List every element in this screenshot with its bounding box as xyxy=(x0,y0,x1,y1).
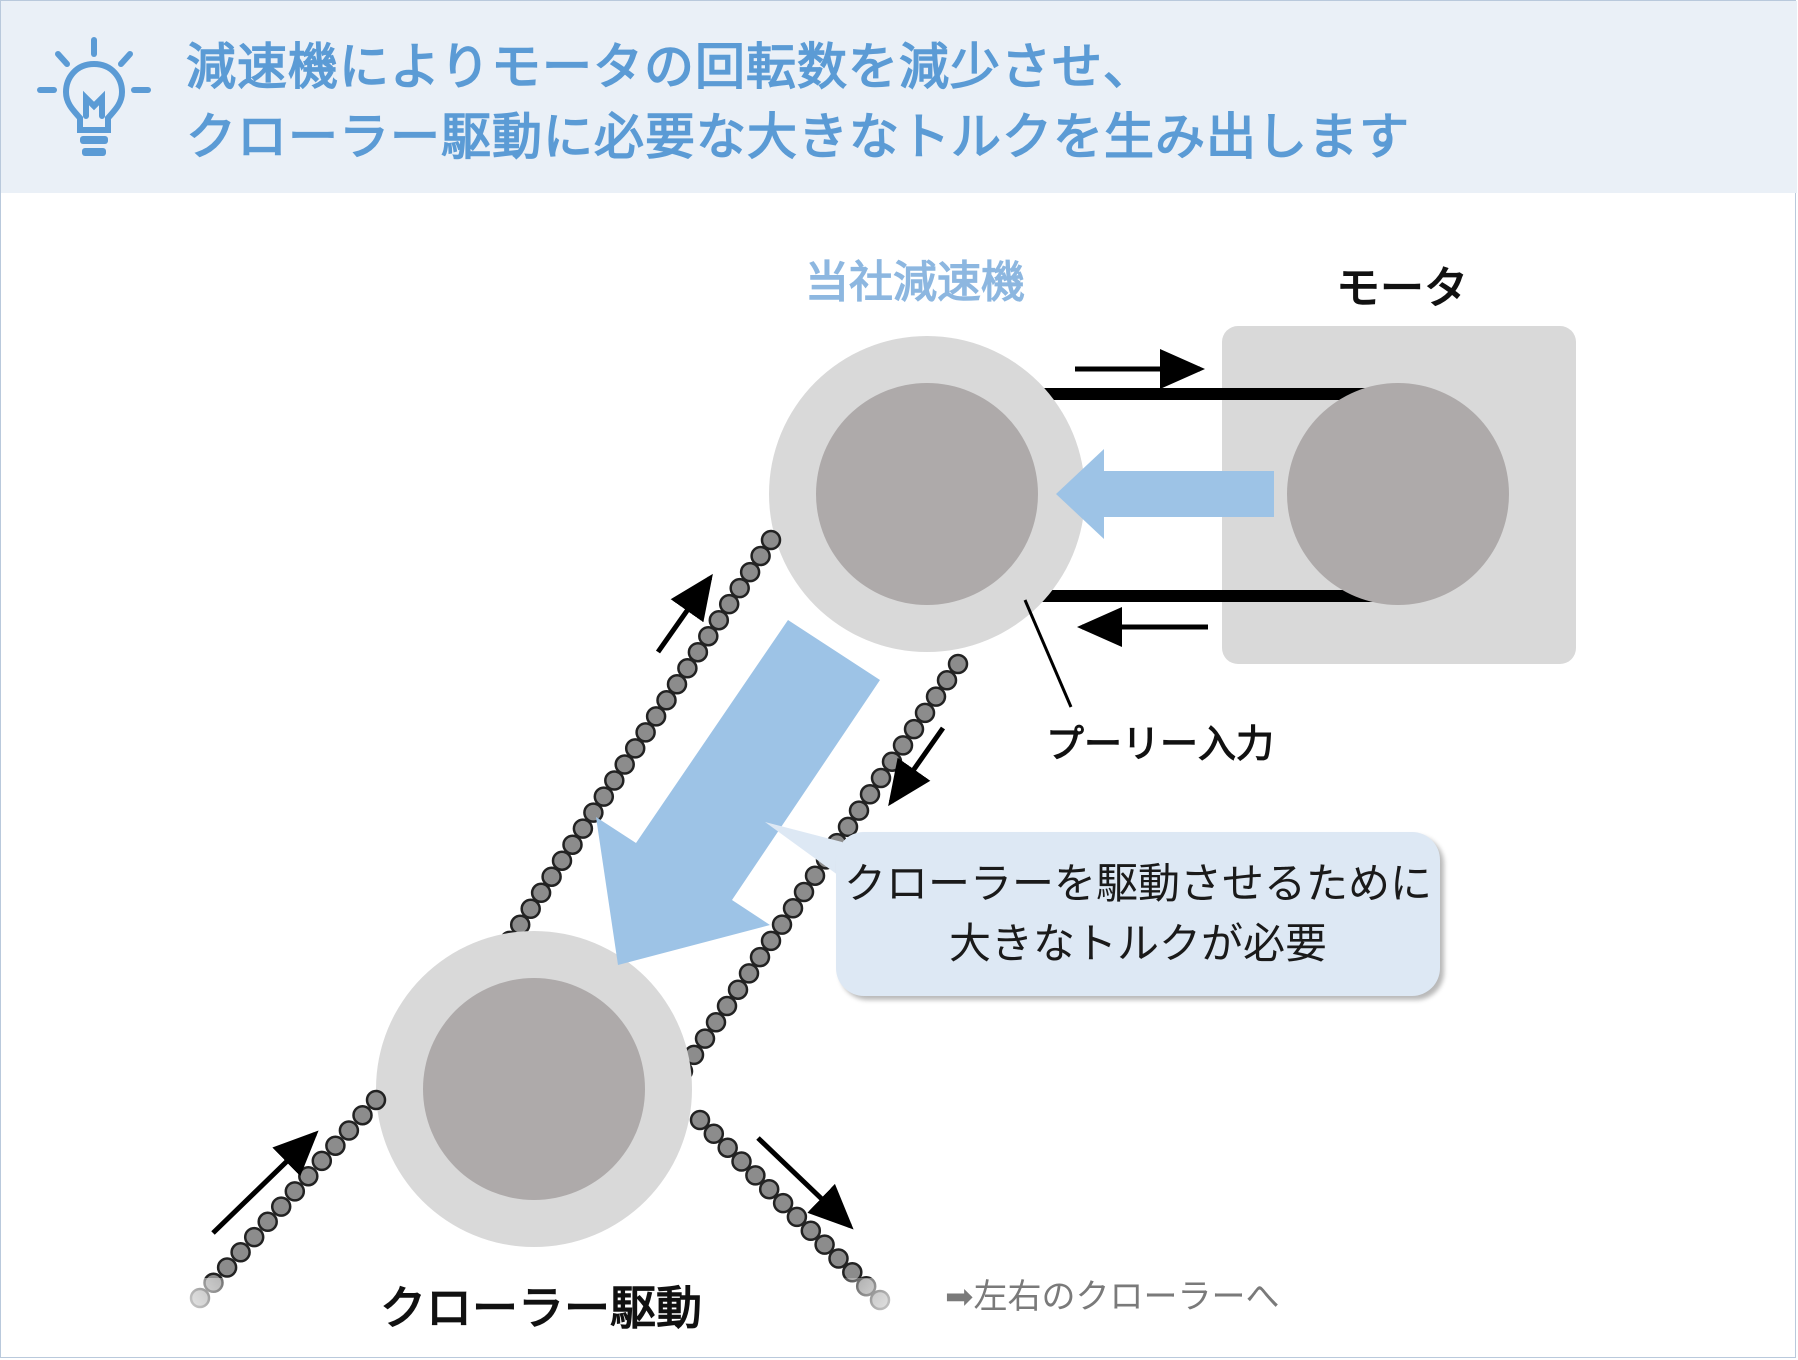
chain-link xyxy=(708,609,730,631)
chain-arrow-up-upper xyxy=(655,573,713,654)
chain-link xyxy=(739,561,761,583)
chain-link xyxy=(705,1012,727,1033)
chain-link xyxy=(216,1257,238,1278)
chain-link xyxy=(870,767,892,789)
drive-diagram xyxy=(30,326,1576,1338)
chain-arrow-down-upper xyxy=(888,726,946,807)
chain-link xyxy=(760,529,782,551)
left-right-crawler-note: ➡左右のクローラーへ xyxy=(945,1277,1280,1317)
chain-link xyxy=(800,1220,822,1242)
chain-link xyxy=(677,658,698,679)
chain-link xyxy=(727,979,749,1000)
chain-link xyxy=(738,963,760,984)
chain-link xyxy=(731,1151,752,1172)
chain-link xyxy=(694,1028,716,1049)
chain-link xyxy=(257,1211,278,1233)
chain-link xyxy=(892,735,914,756)
crawler-drive-label: クローラー駆動 xyxy=(380,1281,702,1335)
chain-link xyxy=(859,784,881,805)
chain-link xyxy=(804,865,826,886)
chain-link xyxy=(530,882,552,904)
chain-link xyxy=(270,1196,292,1217)
chain-link xyxy=(551,850,573,871)
chain-link xyxy=(914,702,936,724)
crawler-inner-sprocket xyxy=(423,978,645,1200)
chain-arrow-up-lower xyxy=(211,1130,319,1235)
chain-link xyxy=(689,1109,711,1131)
chain-link xyxy=(758,1178,780,1200)
callout-line-2: 大きなトルクが必要 xyxy=(948,919,1327,968)
chain-link xyxy=(828,1248,849,1269)
power-arrow-diagonal xyxy=(596,620,880,965)
power-arrow-horizontal xyxy=(1056,449,1274,539)
chain-link xyxy=(572,818,594,839)
pulley-leader-line xyxy=(1023,599,1073,708)
pulley-input-label: プーリー入力 xyxy=(1046,722,1275,766)
chain-link xyxy=(716,995,738,1017)
header-banner xyxy=(1,1,1797,193)
chain-link xyxy=(243,1226,265,1248)
motor-pulley xyxy=(1287,383,1509,605)
chain-link xyxy=(624,738,646,759)
chain-link xyxy=(562,834,583,855)
chain-link xyxy=(509,914,531,936)
lightbulb-icon xyxy=(37,37,151,156)
reducer-inner-pulley xyxy=(816,383,1038,605)
chain-link xyxy=(541,866,562,887)
chain-link xyxy=(772,1192,794,1214)
chain-link xyxy=(656,690,677,711)
chain-link xyxy=(365,1089,387,1111)
chain-link xyxy=(947,653,969,675)
chain-link xyxy=(718,593,740,615)
chain-link xyxy=(848,800,870,821)
chain-link xyxy=(717,1137,738,1158)
callout-line-1: クローラーを駆動させるために xyxy=(843,859,1432,908)
chain-link xyxy=(729,577,750,599)
chain-link xyxy=(298,1165,319,1187)
chain-link xyxy=(593,786,615,807)
chain-link xyxy=(750,545,771,567)
chain-link xyxy=(687,641,709,663)
chain-link xyxy=(614,754,635,775)
chain-link xyxy=(814,1234,835,1255)
chain-link xyxy=(666,674,688,695)
chain-link xyxy=(760,930,782,952)
chain-link xyxy=(583,802,604,823)
torque-callout: クローラーを駆動させるために 大きなトルクが必要 xyxy=(836,832,1440,996)
chain-link xyxy=(311,1150,333,1172)
headline-line-1: 減速機によりモータの回転数を減少させ、 xyxy=(186,38,1154,96)
chain-link xyxy=(338,1120,360,1141)
chain-link xyxy=(520,898,541,920)
chain-link xyxy=(936,670,958,691)
chain-link xyxy=(645,706,667,727)
chain-link xyxy=(635,722,656,743)
motor-label: モータ xyxy=(1336,263,1468,314)
headline-line-2: クローラー駆動に必要な大きなトルクを生み出します xyxy=(186,108,1410,166)
reducer-label: 当社減速機 xyxy=(805,257,1025,308)
chain-link xyxy=(698,625,719,647)
chain-link xyxy=(230,1242,251,1263)
chain-link xyxy=(925,686,947,707)
chain-link xyxy=(782,898,804,919)
chain-link xyxy=(749,946,771,968)
callout-pointer xyxy=(765,822,842,878)
chain-link xyxy=(771,914,793,935)
chain-link xyxy=(284,1181,306,1202)
chain-link xyxy=(786,1206,808,1228)
chain-link xyxy=(703,1123,725,1145)
chain-link xyxy=(881,751,903,772)
chain-link xyxy=(903,718,925,740)
chain-link xyxy=(325,1135,346,1156)
chain-link xyxy=(604,770,625,791)
chain-arrow-down-lower xyxy=(756,1136,854,1230)
chain-link xyxy=(793,881,815,903)
chain-link xyxy=(745,1165,766,1186)
headline: 減速機によりモータの回転数を減少させ、 クローラー駆動に必要な大きなトルクを生み… xyxy=(186,32,1410,172)
chain-link xyxy=(352,1104,373,1126)
